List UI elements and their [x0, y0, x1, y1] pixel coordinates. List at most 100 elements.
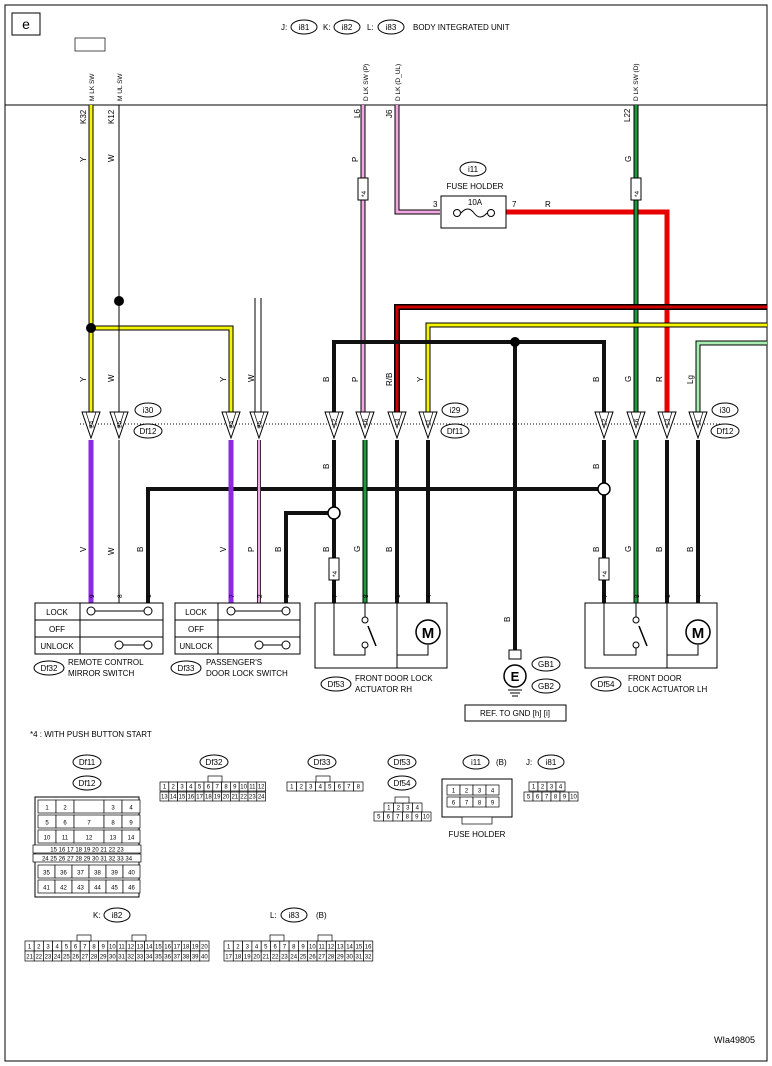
connector-pin-cell: 3 — [103, 799, 123, 814]
header-j-prefix: J: — [281, 23, 287, 32]
switch-row: OFF — [188, 625, 204, 634]
connector-pin-cell: 6 — [334, 781, 345, 792]
connector-pin-number: 29 — [100, 955, 107, 961]
wire-color: G — [624, 156, 633, 162]
connector-pin-cell: 3 — [546, 781, 557, 792]
connector-pin-number: 19 — [214, 795, 221, 801]
wire-color: B — [322, 464, 331, 469]
cv-df53-conn2: Df54 — [394, 779, 411, 788]
connector-pin-cell — [73, 799, 105, 814]
connector-pin-number: 14 — [346, 945, 353, 951]
jc-right-conn: i30 — [720, 406, 731, 415]
connector-pin-cell: 13 — [159, 791, 170, 802]
connector-pin-cell: 13 — [335, 940, 346, 952]
switch-row: LOCK — [185, 608, 207, 617]
pin-number: 8 — [634, 594, 641, 598]
connector-pin-number: 21 — [26, 955, 33, 961]
cv-i81-prefix: J: — [526, 758, 532, 767]
connector-pin-cell: 2 — [55, 799, 75, 814]
connector-pin-number: 2 — [172, 785, 176, 791]
joint-pin: 25 — [249, 411, 269, 440]
connector-pin-cell: 9 — [411, 811, 422, 822]
wire-color: W — [107, 547, 116, 555]
connector-pin-number: 2 — [63, 806, 67, 812]
wire-colors-above: Y W P G Y W Y W B P R/B Y B G R Lg — [79, 154, 695, 386]
connector-pin-number: 18 — [235, 955, 242, 961]
connector-pin-number: 10 — [240, 785, 247, 791]
connector-pin-number: 24 — [258, 795, 265, 801]
connector-pin-cell: 19 — [242, 950, 253, 962]
connector-pin-number: 2 — [397, 806, 401, 812]
connector-pin-number: 13 — [161, 795, 168, 801]
connector-pin-number: 1 — [452, 789, 456, 795]
connector-pin-number: 7 — [87, 821, 91, 827]
connector-pin-number: 31 — [356, 955, 363, 961]
wire-color: B — [274, 547, 283, 552]
connector-pin-number: 12 — [328, 945, 335, 951]
connector-pin-number: 9 — [563, 795, 567, 801]
header: J: i81 K: i82 L: i83 BODY INTEGRATED UNI… — [281, 19, 510, 35]
connector-pin-numbers: 24 25 26 27 28 29 30 31 32 33 34 — [42, 857, 133, 863]
motor-symbol: M — [422, 625, 435, 642]
connector-pin-number: 7 — [216, 785, 220, 791]
connector-pin-number: 1 — [163, 785, 167, 791]
connector-pin-number: 3 — [111, 806, 115, 812]
connector-pin-number: 4 — [319, 785, 323, 791]
connector-pin-cell: 22 — [238, 791, 249, 802]
connector-views: Df11 Df12 Df32 Df33 Df53 Df54 i11 (B) FU… — [24, 37, 579, 962]
actuator-rh: M 7 8 1 4 Df53 FRONT DOOR LOCK ACTUATOR … — [314, 594, 448, 694]
connector-pin-cell: 12 — [73, 829, 105, 844]
joint-pin: 16 — [355, 411, 375, 440]
connector-pin-number: 24 — [290, 955, 297, 961]
wire-color: B — [385, 547, 394, 552]
connector-pin-number: 15 — [179, 795, 186, 801]
connector-pin-number: 6 — [63, 821, 67, 827]
signal-label: D LK SW (D) — [633, 63, 640, 101]
wire-color: B — [503, 617, 512, 622]
connector-pin-number: 4 — [129, 806, 133, 812]
fuse-rating: 10A — [468, 198, 483, 207]
connector-pin-number: 36 — [164, 955, 171, 961]
joint-pin: 13 — [387, 411, 407, 440]
wire-color: P — [247, 547, 256, 552]
connector-pin-number: 6 — [536, 795, 540, 801]
wire-color: W — [247, 374, 256, 382]
connector-pin-number: 6 — [273, 945, 277, 951]
joint-pin: 12 — [594, 411, 614, 440]
connector-pin-number: 3 — [478, 789, 482, 795]
connector-pin-number: 17 — [225, 955, 232, 961]
connector-pin-cell: 7 — [73, 814, 105, 829]
connector-pin-number: 30 — [346, 955, 353, 961]
connector-pin-cell: 9 — [98, 940, 109, 952]
connector-pin-cell: 38 — [88, 864, 107, 879]
connector-pin-number: 8 — [554, 795, 558, 801]
joint-pin: 11 — [418, 411, 438, 440]
connector-pin-cell: 16 — [162, 940, 173, 952]
fuse-pin-out: 7 — [512, 200, 517, 209]
connector-pin-cell: 5 — [373, 811, 384, 822]
connector-pin-cell: 31 — [116, 950, 127, 962]
header-l-prefix: L: — [367, 23, 374, 32]
pin-number: 4 — [696, 594, 703, 598]
wire-color: W — [107, 154, 116, 162]
fuse-holder: i11 FUSE HOLDER 10A 3 7 R — [433, 161, 551, 229]
connector-pin-cell: 11 — [247, 781, 258, 792]
connector-pin-cell: 21 — [230, 791, 240, 802]
option-marker: *4 — [602, 570, 609, 577]
connector-pin-number: 4 — [559, 785, 563, 791]
connector-pin-number: 7 — [465, 801, 469, 807]
ground-symbol: E — [511, 669, 520, 684]
connector-pin-cell: 30 — [344, 950, 355, 962]
connector-pin-number: 3 — [180, 785, 184, 791]
joint-pin-number: 11 — [696, 419, 703, 426]
connector-pin-cell: 9 — [559, 791, 570, 802]
pin-number: 8 — [117, 594, 124, 598]
connector-pin-number: 2 — [465, 789, 469, 795]
connector-pin-cell: 32 — [363, 950, 374, 962]
connector-pin-cell: 2 — [537, 781, 548, 792]
connector-pin-number: 5 — [65, 945, 69, 951]
connector-pin-cell: 23 — [43, 950, 53, 962]
wire-color: B — [592, 464, 601, 469]
connector-pin-number: 11 — [62, 836, 69, 842]
connector-pin-cell: 1 — [159, 781, 170, 792]
